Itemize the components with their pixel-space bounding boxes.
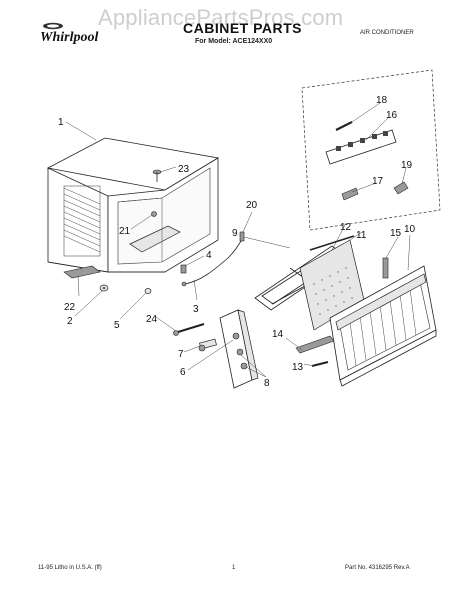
part-21-screw (151, 211, 157, 217)
model-subtitle: For Model: ACE124XX0 (195, 38, 273, 45)
page-title: CABINET PARTS (183, 20, 303, 36)
front-grille (329, 265, 437, 387)
control-bracket (219, 309, 259, 389)
cabinet-shell (46, 137, 220, 273)
brand-name: Whirlpool (40, 30, 99, 45)
callout-11: 11 (356, 230, 367, 241)
callout-19: 19 (401, 160, 413, 171)
callout-23: 23 (178, 164, 190, 175)
callout-21: 21 (119, 226, 131, 237)
callout-4: 4 (206, 250, 212, 261)
part-3-ground-wire (181, 240, 242, 287)
brand-logo-icon (43, 22, 63, 30)
part-20-screw (239, 231, 245, 242)
part-15-latch (382, 257, 389, 279)
callout-14: 14 (272, 329, 284, 340)
part-7-shaft (198, 338, 217, 352)
part-24-bolt (173, 323, 205, 336)
callout-10: 10 (404, 224, 416, 235)
part-5-washer (144, 288, 152, 294)
watermark: AppliancePartsPros.com (98, 5, 344, 30)
callout-16: 16 (386, 110, 398, 121)
callout-24: 24 (146, 314, 158, 325)
callout-15: 15 (390, 228, 402, 239)
callout-2: 2 (67, 316, 73, 327)
part-22-pad (63, 265, 101, 279)
part-16-hinge-bar (325, 129, 397, 165)
leader-lines (65, 102, 411, 378)
callout-17: 17 (372, 176, 384, 187)
footer-print-info: 11-95 Litho in U.S.A. (ff) (38, 565, 102, 571)
part-19-clip (393, 181, 409, 195)
callout-6: 6 (180, 367, 186, 378)
parts-detail-box (301, 69, 441, 231)
callout-20: 20 (246, 200, 258, 211)
callout-9: 9 (232, 228, 238, 239)
footer-page-number: 1 (232, 565, 236, 571)
part-18-pin (335, 121, 353, 131)
part-17-clip (341, 187, 359, 201)
part-4-clip (180, 264, 187, 274)
callout-13: 13 (292, 362, 304, 373)
callout-22: 22 (64, 302, 76, 313)
callout-5: 5 (114, 320, 120, 331)
callout-8: 8 (264, 378, 270, 389)
callout-18: 18 (376, 95, 388, 106)
product-category: AIR CONDITIONER (360, 30, 414, 36)
part-14-strip (295, 335, 335, 354)
footer-part-number: Part No. 4316295 Rev.A (345, 565, 410, 571)
part-12-rod (309, 235, 355, 251)
part-13-screw (311, 361, 329, 367)
part-23-screw (152, 169, 162, 182)
part-2-grommet (99, 284, 109, 292)
callout-3: 3 (193, 304, 199, 315)
callout-12: 12 (340, 222, 352, 233)
callout-1: 1 (58, 117, 64, 128)
callout-7: 7 (178, 349, 184, 360)
